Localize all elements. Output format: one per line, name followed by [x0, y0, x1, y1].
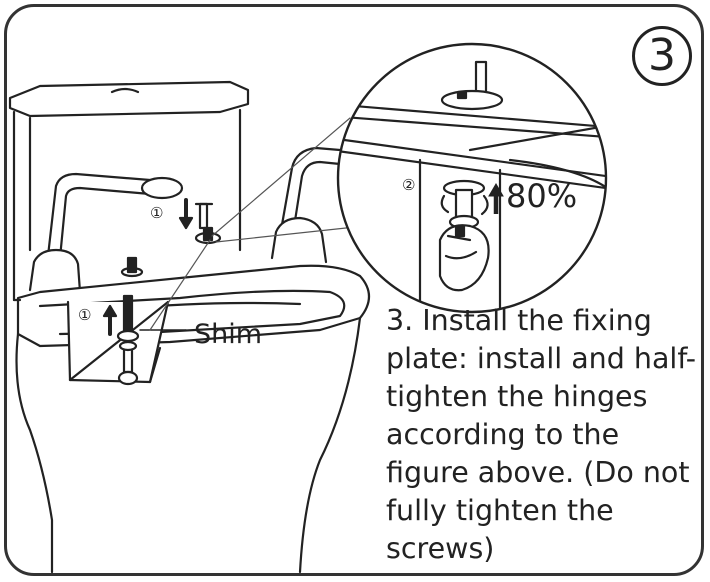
step-number-badge: 3: [632, 26, 692, 86]
magnifier-circle: [336, 42, 608, 314]
step-2-detail-marker: ②: [402, 176, 416, 194]
instruction-text: 3. Install the fixing plate: install and…: [386, 304, 697, 565]
shim-label: Shim: [194, 319, 263, 350]
tighten-percent-label: 80%: [506, 177, 578, 215]
step-1-bowl-marker: ①: [78, 306, 92, 324]
step-1-tank-marker: ①: [150, 204, 164, 222]
